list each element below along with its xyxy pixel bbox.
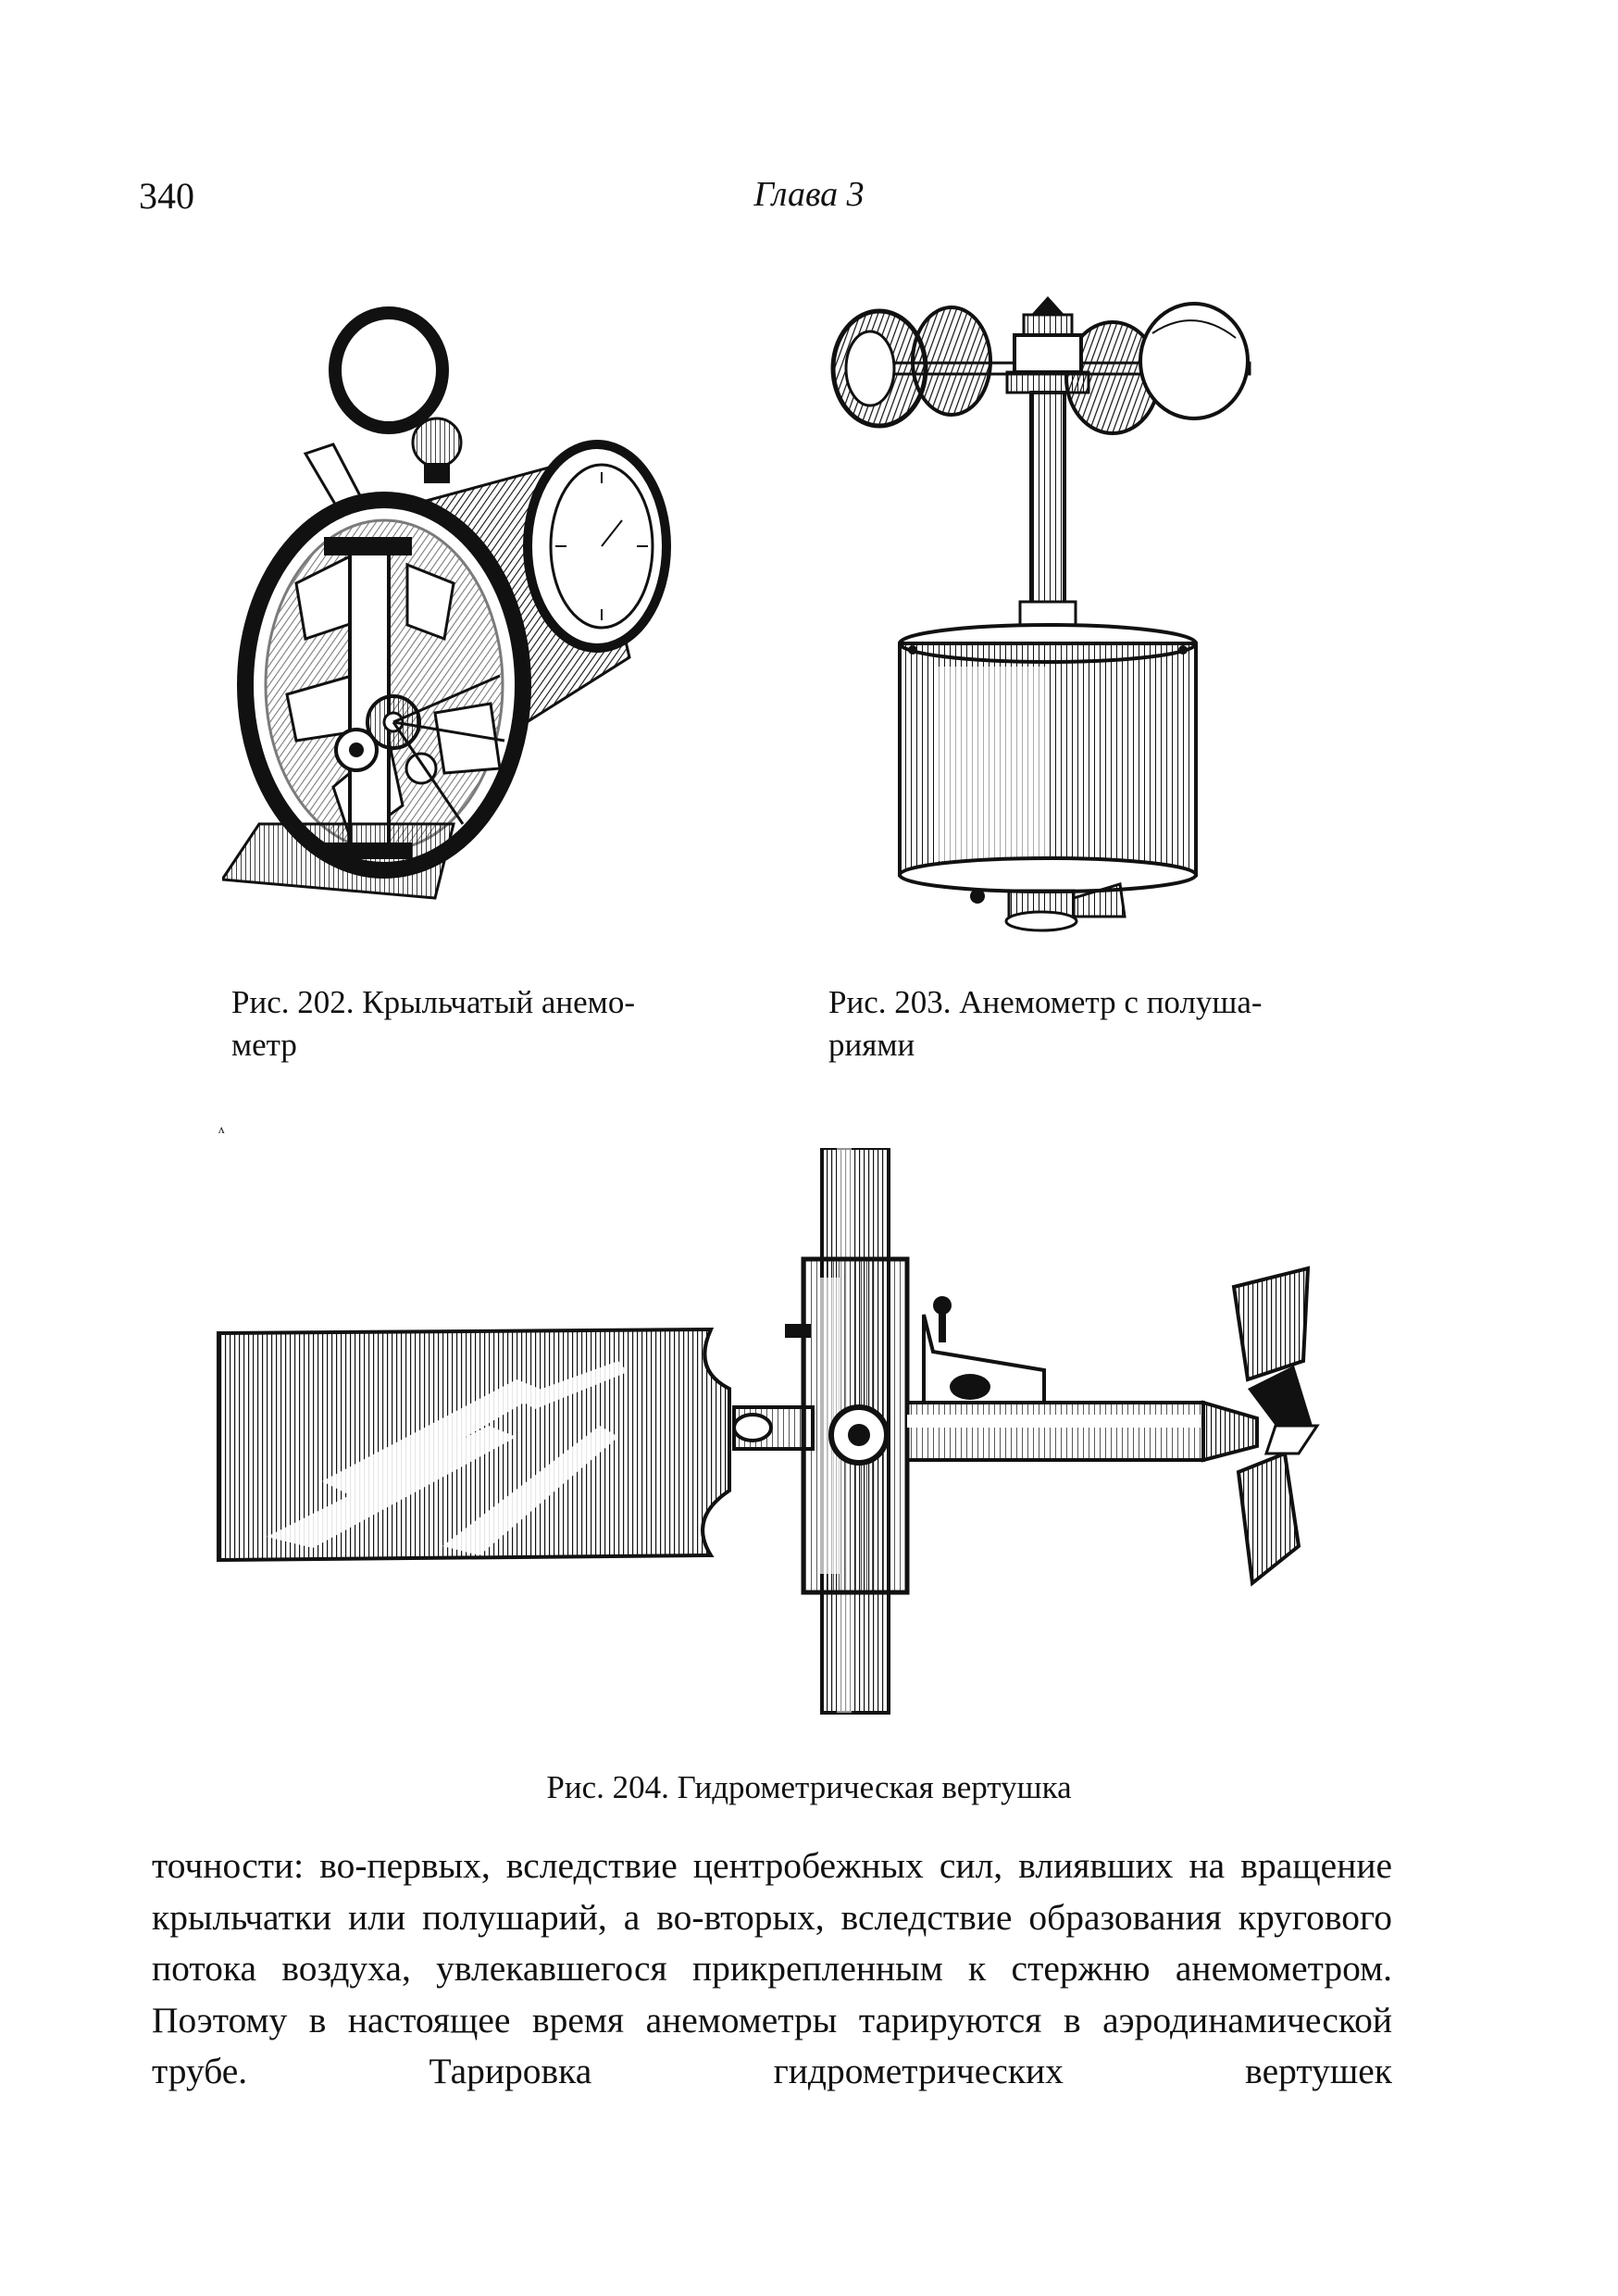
figure-204-hydrometric-current-meter	[211, 1148, 1322, 1722]
figure-204-caption: Рис. 204. Гидрометрическая вертушка	[546, 1769, 1072, 1805]
running-head: Глава 3	[753, 175, 865, 214]
figure-203-caption-line-1: Рис. 203. Анемометр с полуша-	[828, 984, 1263, 1020]
figure-202-caption-line-1: Рис. 202. Крыльчатый анемо-	[231, 984, 635, 1020]
figure-202-caption-line-2: метр	[231, 1027, 297, 1063]
page-number: 340	[139, 175, 194, 217]
body-paragraph: точности: во-первых, вследствие центробе…	[152, 1845, 1392, 2091]
stray-print-mark: ᶺ	[218, 1120, 225, 1143]
figure-203-cup-anemometer	[805, 268, 1324, 935]
figure-202-caption: Рис. 202. Крыльчатый анемо- метр	[231, 981, 750, 1067]
figure-202-vane-anemometer	[222, 306, 703, 926]
figure-203-caption-line-2: риями	[828, 1027, 915, 1063]
figure-203-caption: Рис. 203. Анемометр с полуша- риями	[828, 981, 1347, 1067]
